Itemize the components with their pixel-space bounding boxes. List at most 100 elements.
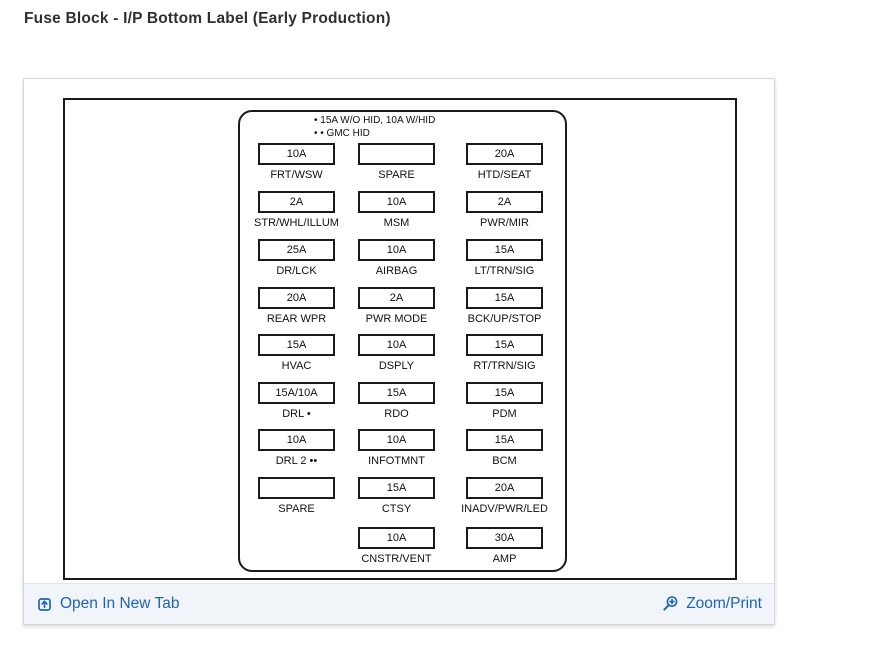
fuse-label: HVAC (281, 360, 312, 372)
fuse-amp-value: 15A (386, 482, 407, 494)
fuse-box: 15A/10A (258, 382, 335, 404)
fuse-cell: 10A AIRBAG (358, 239, 435, 279)
fuse-cell: 15A RDO (358, 382, 435, 422)
fuse-cell: 2A PWR/MIR (466, 191, 543, 231)
fuse-label: PDM (492, 408, 517, 420)
fuse-cell: 20A REAR WPR (258, 287, 335, 327)
fuse-cell: 15A HVAC (258, 334, 335, 374)
fuse-box: 20A (258, 287, 335, 309)
fuse-label: STR/WHL/ILLUM (254, 217, 339, 229)
fuse-amp-value: 10A (386, 196, 407, 208)
fuse-box: 10A (358, 527, 435, 549)
fuse-label: MSM (383, 217, 410, 229)
fuse-box: 2A (258, 191, 335, 213)
fuse-label: CTSY (381, 503, 412, 515)
fuse-box: 15A (358, 477, 435, 499)
fuse-label: BCM (492, 455, 517, 467)
footer-bar: Open In New Tab Zoom/Print (24, 583, 774, 624)
fuse-label: LT/TRN/SIG (474, 265, 535, 277)
fuse-cell: SPARE (358, 143, 435, 183)
fuse-amp-value: 2A (497, 196, 512, 208)
fuse-box: 10A (258, 143, 335, 165)
fuse-label: REAR WPR (266, 313, 327, 325)
fuse-box: 30A (466, 527, 543, 549)
fuse-label: RT/TRN/SIG (473, 360, 536, 372)
fuse-label: AIRBAG (375, 265, 418, 277)
fuse-box: 2A (358, 287, 435, 309)
fuse-amp-value: 10A (386, 339, 407, 351)
fuse-box: 10A (358, 239, 435, 261)
fuse-amp-value: 15A (494, 244, 515, 256)
fuse-cell: 15A PDM (466, 382, 543, 422)
zoom-print-label: Zoom/Print (686, 595, 762, 612)
fuse-cell: 2A STR/WHL/ILLUM (254, 191, 339, 231)
fuse-box (258, 477, 335, 499)
fuse-cell: 10A INFOTMNT (358, 429, 435, 469)
fuse-cell: 20A INADV/PWR/LED (461, 477, 548, 517)
fuse-label: CNSTR/VENT (361, 553, 432, 565)
fuse-label: PWR/MIR (480, 217, 529, 229)
fuse-amp-value: 10A (386, 244, 407, 256)
fuse-amp-value: 30A (494, 532, 515, 544)
fuse-box: 15A (466, 382, 543, 404)
fuse-label: SPARE (378, 169, 415, 181)
fuse-box: 10A (358, 429, 435, 451)
zoom-print-link[interactable]: Zoom/Print (661, 595, 762, 613)
fuse-box: 10A (358, 334, 435, 356)
fuse-amp-value: 15A (494, 434, 515, 446)
fuse-notes: • 15A W/O HID, 10A W/HID • • GMC HID (314, 115, 435, 140)
fuse-label: RDO (384, 408, 409, 420)
fuse-amp-value: 2A (289, 196, 304, 208)
fuse-amp-value: 10A (286, 434, 307, 446)
fuse-diagram-border: • 15A W/O HID, 10A W/HID • • GMC HID 10A… (63, 98, 737, 580)
page-title: Fuse Block - I/P Bottom Label (Early Pro… (24, 10, 391, 27)
note-line-1: • 15A W/O HID, 10A W/HID (314, 115, 436, 126)
fuse-box: 15A (358, 382, 435, 404)
diagram-area: • 15A W/O HID, 10A W/HID • • GMC HID 10A… (24, 79, 774, 585)
open-in-new-tab-link[interactable]: Open In New Tab (36, 595, 179, 613)
fuse-label: PWR MODE (365, 313, 428, 325)
fuse-label: DR/LCK (276, 265, 317, 277)
fuse-cell: 10A CNSTR/VENT (358, 527, 435, 567)
diagram-card: • 15A W/O HID, 10A W/HID • • GMC HID 10A… (23, 78, 775, 625)
fuse-cell: 2A PWR MODE (358, 287, 435, 327)
fuse-amp-value: 10A (286, 148, 307, 160)
fuse-amp-value: 15A (286, 339, 307, 351)
fuse-label: INADV/PWR/LED (461, 503, 548, 515)
fuse-cell: 15A LT/TRN/SIG (466, 239, 543, 279)
fuse-box (358, 143, 435, 165)
fuse-box: 20A (466, 143, 543, 165)
fuse-label: DSPLY (378, 360, 415, 372)
open-in-new-tab-icon (36, 596, 53, 613)
open-in-new-tab-label: Open In New Tab (60, 595, 180, 612)
fuse-amp-value: 10A (386, 434, 407, 446)
fuse-cell: 15A RT/TRN/SIG (466, 334, 543, 374)
fuse-box: 25A (258, 239, 335, 261)
fuse-box: 15A (466, 287, 543, 309)
fuse-box: 15A (258, 334, 335, 356)
fuse-cell: 15A CTSY (358, 477, 435, 517)
fuse-cell: 10A DSPLY (358, 334, 435, 374)
fuse-amp-value: 25A (286, 244, 307, 256)
fuse-panel: • 15A W/O HID, 10A W/HID • • GMC HID 10A… (238, 110, 567, 572)
fuse-cell: 10A FRT/WSW (258, 143, 335, 183)
fuse-box: 10A (358, 191, 435, 213)
fuse-box: 15A (466, 334, 543, 356)
fuse-box: 20A (466, 477, 543, 499)
fuse-label: FRT/WSW (270, 169, 323, 181)
fuse-amp-value: 20A (494, 148, 515, 160)
fuse-box: 2A (466, 191, 543, 213)
fuse-label: INFOTMNT (368, 455, 425, 467)
fuse-amp-value: 10A (386, 532, 407, 544)
fuse-box: 15A (466, 429, 543, 451)
fuse-label: SPARE (278, 503, 315, 515)
note-line-2: • • GMC HID (314, 127, 370, 139)
fuse-cell: SPARE (258, 477, 335, 517)
fuse-cell: 15A BCM (466, 429, 543, 469)
